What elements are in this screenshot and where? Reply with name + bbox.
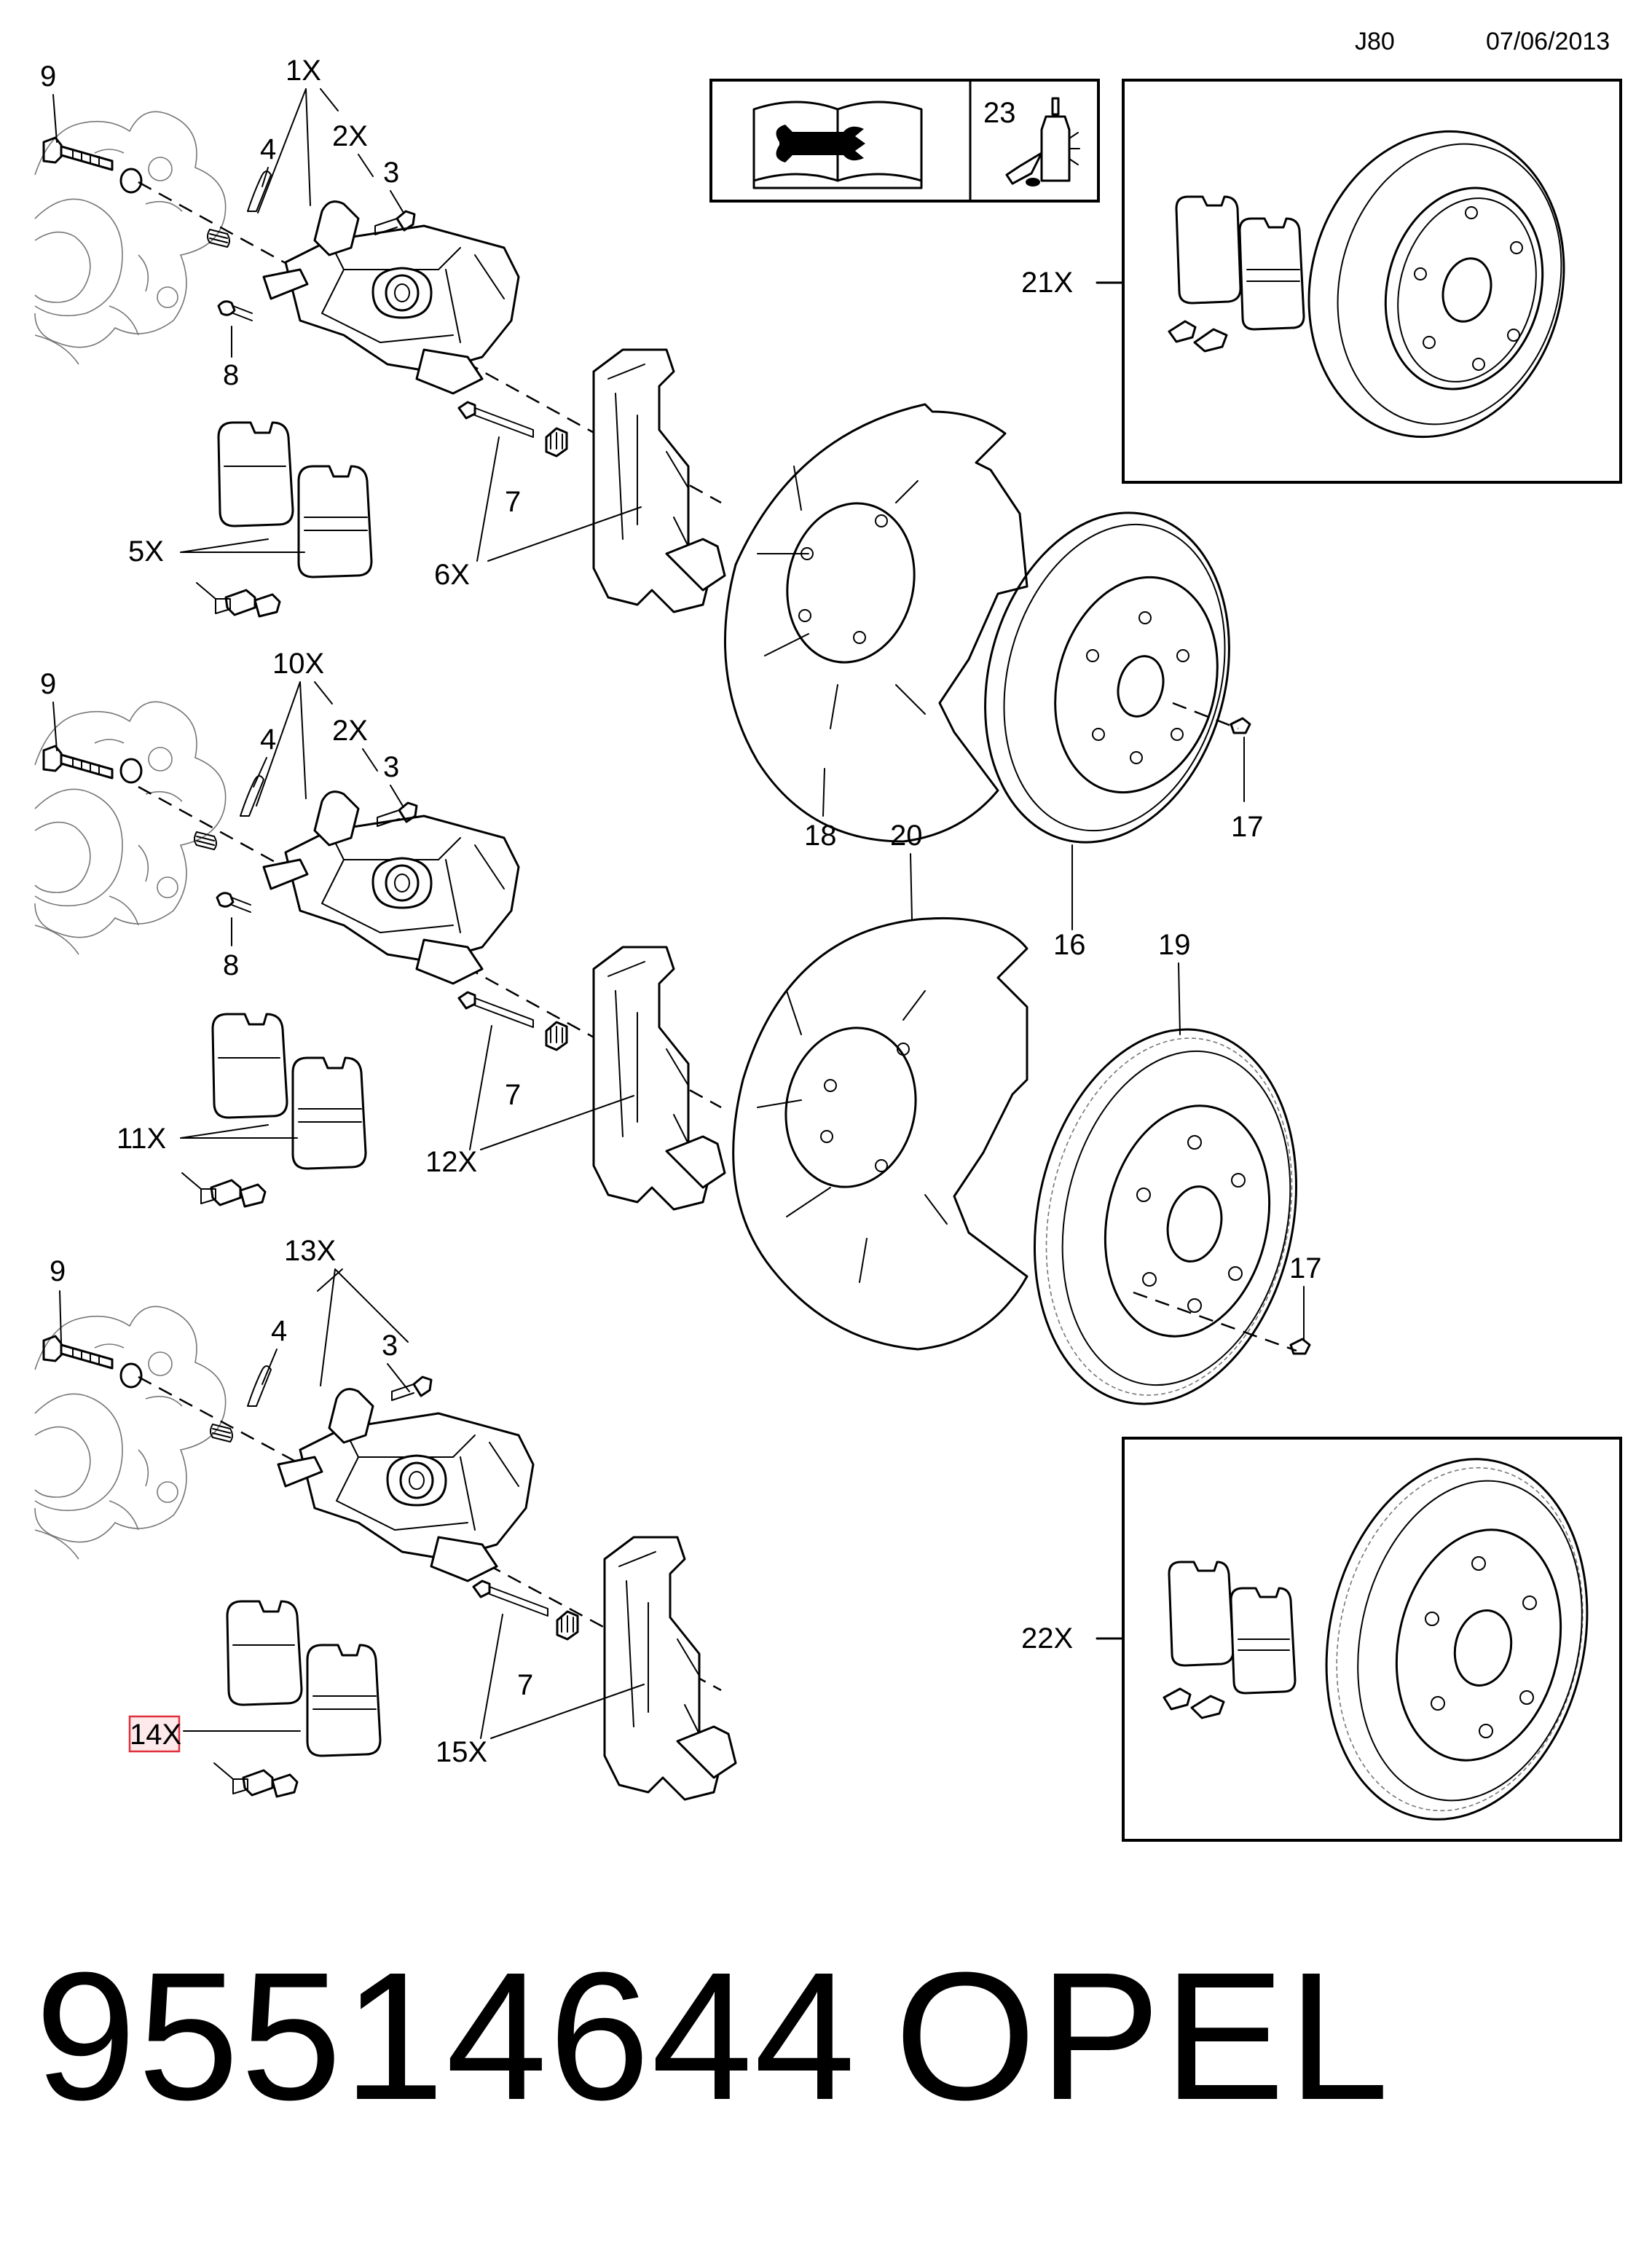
header-code: J80 [1355, 28, 1395, 55]
brand-name: OPEL [894, 1934, 1392, 2138]
callout-9: 9 [50, 1255, 66, 1287]
callout-19: 19 [1158, 929, 1191, 961]
callout-9: 9 [40, 668, 56, 700]
callout-3: 3 [383, 751, 399, 783]
threadlock-bottle-icon [1005, 97, 1080, 187]
callout-5x: 5X [128, 535, 164, 568]
callout-9: 9 [40, 60, 56, 93]
callout-1x: 1X [286, 55, 321, 87]
kit-box-21x: 21X [1021, 79, 1622, 484]
callout-16: 16 [1053, 929, 1086, 961]
callout-13x: 13X [284, 1235, 336, 1267]
caliper-assembly-10x: 9 10X 4 2X 3 8 11X 7 12X [34, 648, 726, 1211]
dust-shield-20: 20 [732, 820, 1028, 1351]
brake-disc-16: 16 [984, 511, 1230, 961]
callout-2x: 2X [332, 715, 368, 747]
vented-brake-disc-19: 19 [1033, 929, 1298, 1405]
brake-disc-21x [1307, 130, 1565, 439]
callout-17: 17 [1231, 811, 1264, 843]
callout-3: 3 [383, 157, 399, 189]
screw-17-a: 17 [1172, 702, 1264, 843]
callout-21x: 21X [1021, 267, 1073, 299]
callout-4: 4 [271, 1315, 287, 1347]
callout-4: 4 [260, 723, 276, 755]
vented-brake-disc-22x [1325, 1458, 1589, 1821]
callout-7: 7 [505, 486, 521, 518]
highlight-box-14x [128, 1715, 181, 1753]
callout-17: 17 [1289, 1252, 1322, 1284]
callout-7: 7 [505, 1079, 521, 1111]
callout-22x: 22X [1021, 1622, 1073, 1655]
callout-20: 20 [890, 820, 923, 852]
callout-14x: 14X [130, 1719, 181, 1751]
part-number: 95514644 [35, 1934, 857, 2138]
callout-2x: 2X [332, 120, 368, 152]
callout-8: 8 [223, 359, 239, 391]
screw-17-b: 17 [1133, 1252, 1322, 1355]
callout-7: 7 [517, 1669, 533, 1701]
callout-3: 3 [382, 1330, 398, 1362]
callout-12x: 12X [425, 1146, 477, 1178]
reference-icon-box: 23 [709, 79, 1100, 203]
kit-box-22x: 22X [1021, 1437, 1622, 1842]
callout-18: 18 [804, 820, 837, 852]
service-manual-icon [752, 101, 923, 189]
callout-6x: 6X [434, 559, 470, 591]
callout-11x: 11X [117, 1123, 166, 1155]
callout-15x: 15X [436, 1736, 487, 1768]
callout-4: 4 [260, 133, 276, 165]
callout-8: 8 [223, 949, 239, 981]
caliper-assembly-13x: 9 13X 4 3 14X 7 15X [34, 1235, 737, 1801]
dust-shield-18: 18 [723, 403, 1028, 852]
header-date: 07/06/2013 [1486, 28, 1610, 55]
caliper-assembly-1x: 9 1X 4 2X 3 8 5X 7 6X [34, 55, 726, 618]
callout-10x: 10X [272, 648, 324, 680]
callout-23: 23 [983, 97, 1016, 129]
